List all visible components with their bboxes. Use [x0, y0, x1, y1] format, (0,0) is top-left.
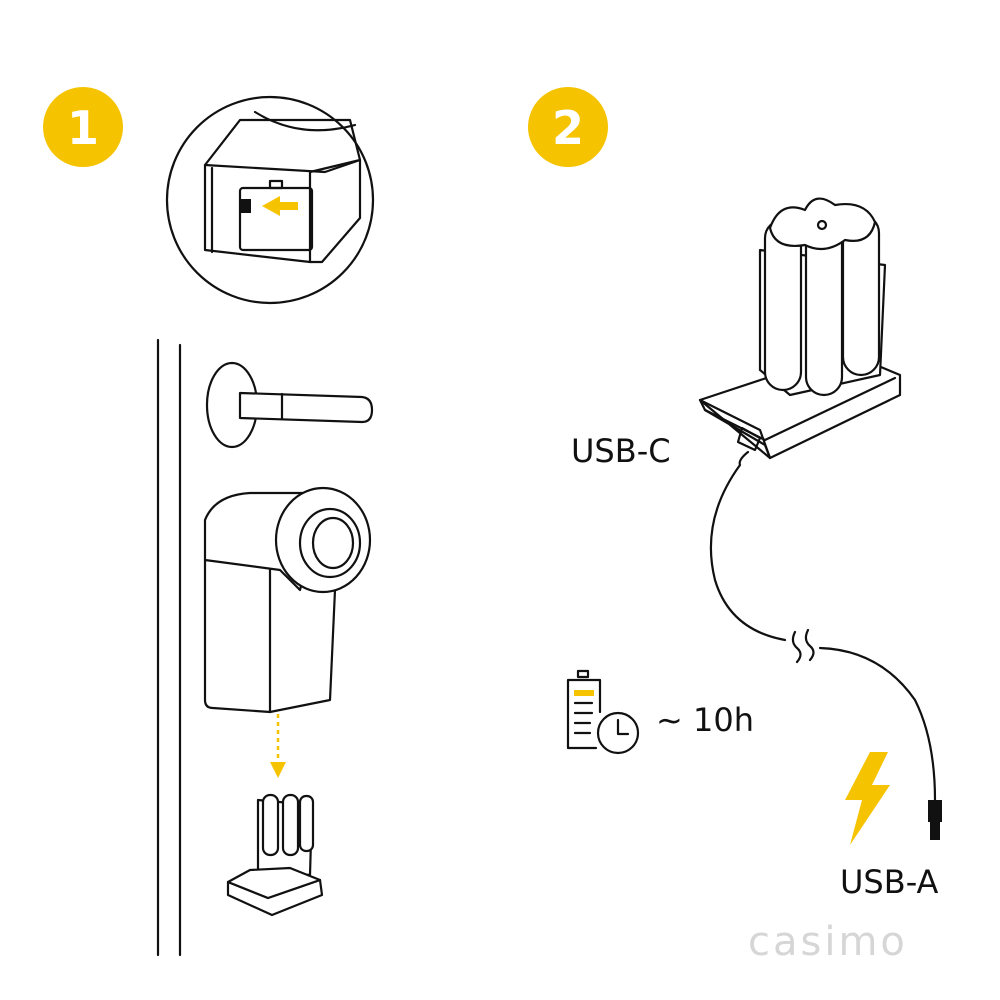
usb-a-plug-icon: [928, 800, 942, 840]
arrow-down-icon: [270, 762, 286, 778]
step-2-badge: 2: [528, 87, 608, 167]
door-handle: [205, 361, 374, 449]
charge-time-label: ~ 10h: [656, 701, 754, 739]
battery-cover-detail: [165, 95, 375, 305]
step-1-badge: 1: [43, 87, 123, 167]
usb-c-label: USB-C: [571, 432, 671, 470]
step-1-number: 1: [67, 101, 99, 155]
cable-usb-c: [709, 450, 787, 642]
cable-break-icon: [791, 628, 815, 664]
battery-clock-icon: [566, 669, 640, 755]
smart-lock: [203, 486, 372, 714]
battery-pack-large: [698, 197, 902, 460]
cable-usb-a: [818, 646, 937, 802]
lightning-icon: [845, 752, 890, 845]
battery-pack-small: [226, 793, 324, 917]
step-2-number: 2: [552, 101, 584, 155]
usb-a-label: USB-A: [840, 863, 939, 901]
arrow-left-icon: [262, 196, 298, 216]
casimo-logo: casimo: [748, 919, 908, 965]
